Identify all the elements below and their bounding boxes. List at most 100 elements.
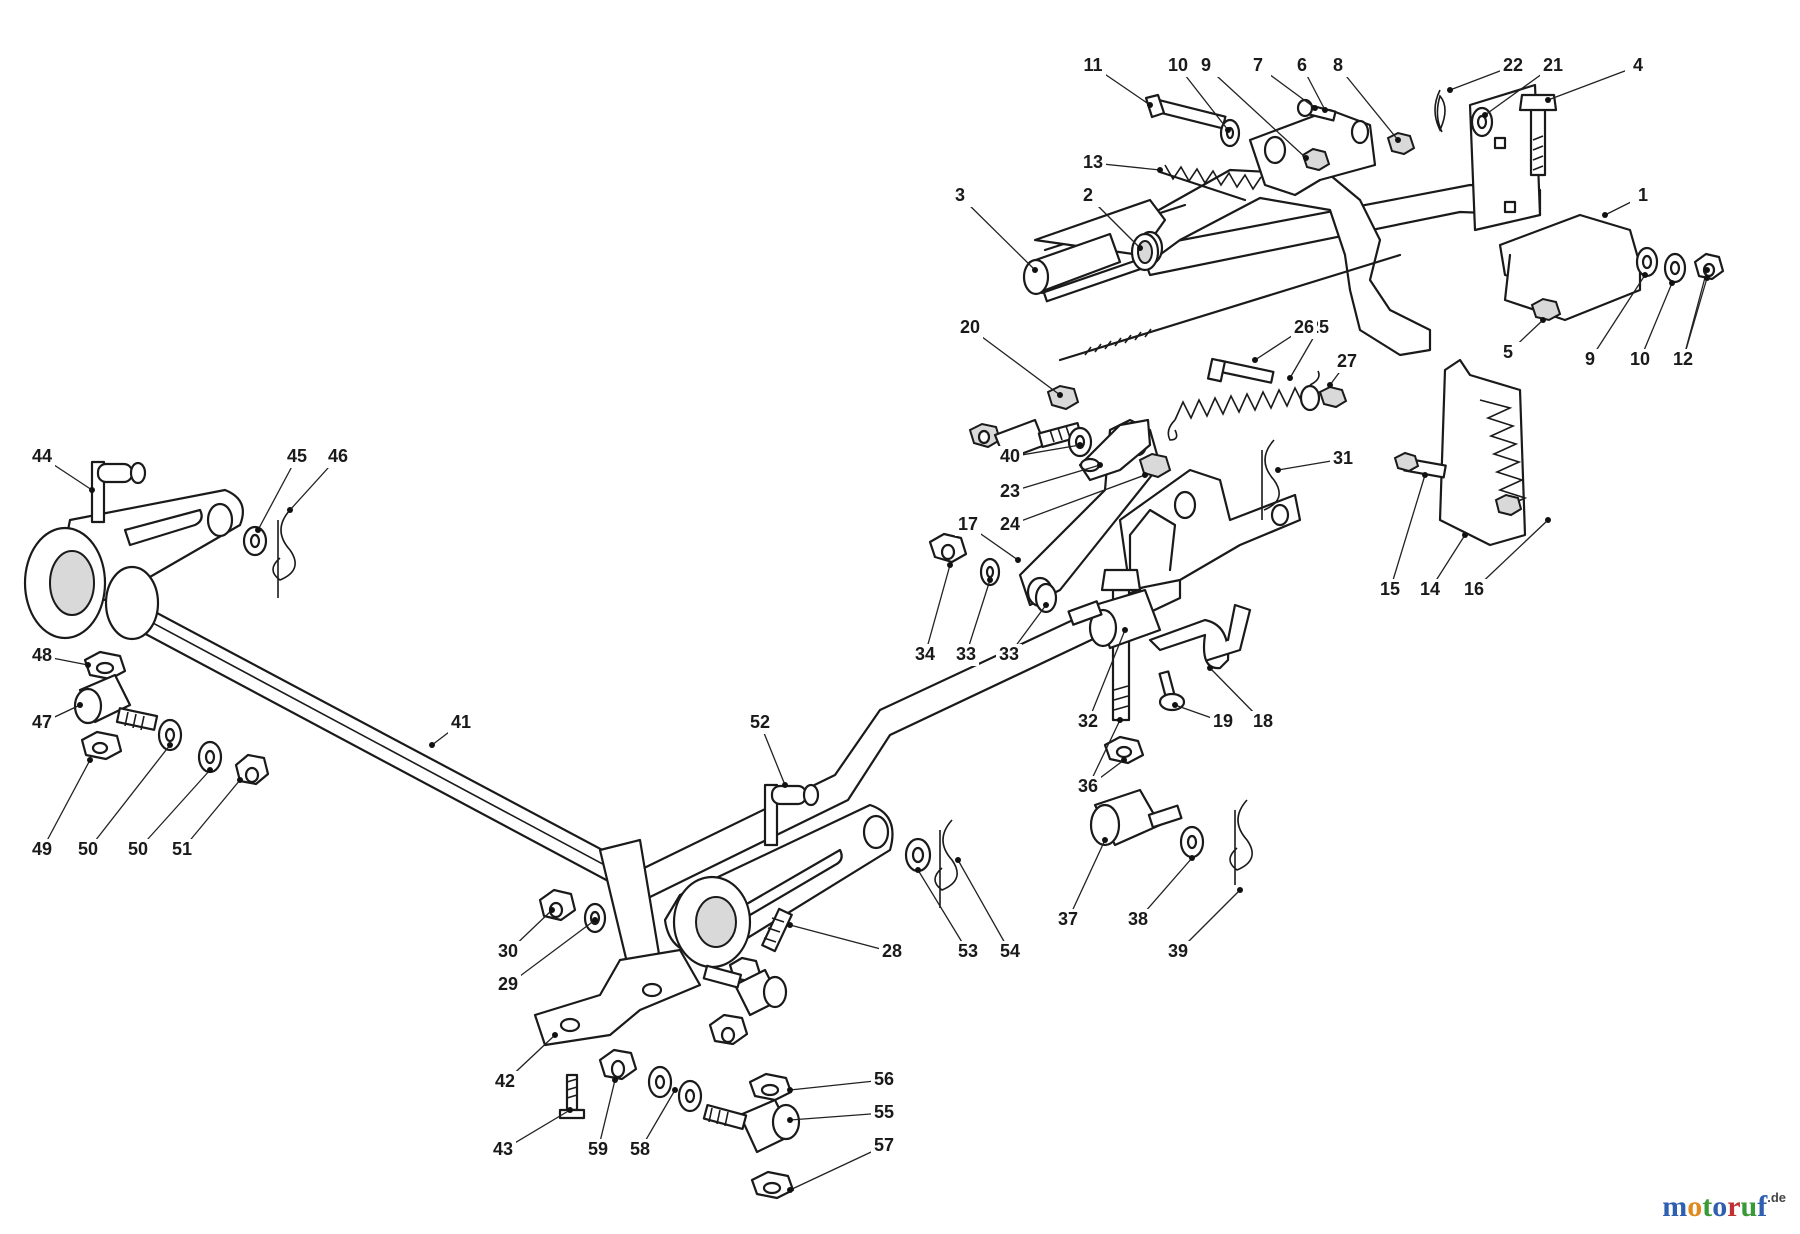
- callout-2: 2: [1083, 185, 1093, 205]
- callout-37: 37: [1058, 909, 1078, 929]
- leader-dot: [1097, 462, 1103, 468]
- callout-43: 43: [493, 1139, 513, 1159]
- leader-line: [137, 769, 211, 851]
- callout-18: 18: [1253, 711, 1273, 731]
- callout-bg: [997, 481, 1023, 503]
- callout-bg: [955, 514, 981, 536]
- leader-line: [1009, 464, 1101, 493]
- callout-44: 44: [32, 446, 52, 466]
- callout-24: 24: [1000, 514, 1020, 534]
- callout-55: 55: [874, 1102, 894, 1122]
- callout-bg: [1075, 711, 1101, 733]
- callout-40: 40: [1000, 446, 1020, 466]
- callout-33: 33: [999, 644, 1019, 664]
- callout-bg: [871, 1135, 897, 1157]
- leader-line: [1547, 65, 1639, 101]
- callout-bg: [1165, 941, 1191, 963]
- nut-5: [1530, 297, 1562, 322]
- washer-53: [904, 837, 932, 873]
- callout-bg: [125, 839, 151, 861]
- leader-dot: [207, 767, 213, 773]
- callout-26: 26: [1294, 317, 1314, 337]
- callout-bg: [871, 1102, 897, 1124]
- callout-bg: [495, 941, 521, 963]
- leader-dot: [549, 907, 555, 913]
- callout-bg: [284, 446, 310, 468]
- callout-45: 45: [287, 446, 307, 466]
- sleeve-2: [1130, 232, 1160, 272]
- leader-dot: [237, 777, 243, 783]
- callout-bg: [879, 941, 905, 963]
- leader-line: [87, 744, 171, 851]
- leader-dot: [89, 487, 95, 493]
- leader-line: [181, 779, 241, 851]
- leader-dot: [787, 1187, 793, 1193]
- clip-22: [1434, 89, 1446, 133]
- watermark-letter: t: [1702, 1190, 1713, 1223]
- callout-10: 10: [1630, 349, 1650, 369]
- callout-32: 32: [1078, 711, 1098, 731]
- callout-10: 10: [1168, 55, 1188, 75]
- leader-dot: [1669, 280, 1675, 286]
- callout-bg: [1627, 349, 1653, 371]
- leader-dot: [1057, 392, 1063, 398]
- callout-bg: [996, 644, 1022, 666]
- leader-line: [924, 564, 951, 656]
- callout-20: 20: [960, 317, 980, 337]
- callout-17: 17: [958, 514, 978, 534]
- callout-3: 3: [955, 185, 965, 205]
- leader-dot: [915, 867, 921, 873]
- leader-dot: [1540, 317, 1546, 323]
- callout-bg: [957, 317, 983, 339]
- callout-bg: [1075, 185, 1101, 207]
- washer-9b: [1635, 246, 1659, 278]
- hair-pin-39: [1229, 799, 1253, 885]
- hair-pin-46: [272, 509, 296, 598]
- callout-bg: [1334, 351, 1360, 373]
- trunnion-32: [1067, 588, 1162, 650]
- leader-dot: [1157, 167, 1163, 173]
- washer-33b: [1034, 582, 1058, 614]
- bolt-26: [1206, 357, 1275, 384]
- nut-30: [538, 888, 577, 922]
- callout-46: 46: [328, 446, 348, 466]
- leader-dot: [77, 702, 83, 708]
- stud-44: [90, 460, 147, 524]
- callout-bg: [492, 1071, 518, 1093]
- callout-bg: [1625, 55, 1651, 77]
- watermark-letter: o: [1687, 1190, 1703, 1223]
- callout-9: 9: [1585, 349, 1595, 369]
- callout-bg: [448, 712, 474, 734]
- leader-line: [1639, 282, 1673, 361]
- callout-50: 50: [78, 839, 98, 859]
- washer-58a: [647, 1065, 673, 1099]
- leader-dot: [1482, 112, 1488, 118]
- leader-line: [969, 327, 1061, 396]
- leader-dot: [787, 1087, 793, 1093]
- callout-bg: [871, 1069, 897, 1091]
- nut-8: [1386, 131, 1416, 156]
- callout-bg: [997, 514, 1023, 536]
- nut-34: [928, 532, 968, 564]
- notched-plate-14: [1438, 358, 1528, 547]
- callout-8: 8: [1333, 55, 1343, 75]
- leader-dot: [1252, 357, 1258, 363]
- callout-4: 4: [1633, 55, 1643, 75]
- leader-dot: [1312, 105, 1318, 111]
- leader-dot: [1422, 472, 1428, 478]
- nut-59: [598, 1048, 638, 1081]
- callout-53: 53: [958, 941, 978, 961]
- leader-dot: [1189, 855, 1195, 861]
- bolt-19: [1158, 670, 1186, 712]
- callout-7: 7: [1253, 55, 1263, 75]
- leader-dot: [1015, 557, 1021, 563]
- callout-14: 14: [1420, 579, 1440, 599]
- callout-layer: 1234567891011121314151617181920212223242…: [29, 55, 1710, 1193]
- leader-dot: [1225, 127, 1231, 133]
- washer-50a: [157, 718, 183, 752]
- nut-27: [1299, 384, 1348, 412]
- leader-line: [1473, 519, 1549, 591]
- leader-dot: [287, 507, 293, 513]
- nut-20a: [968, 422, 1002, 449]
- leader-line: [507, 919, 596, 986]
